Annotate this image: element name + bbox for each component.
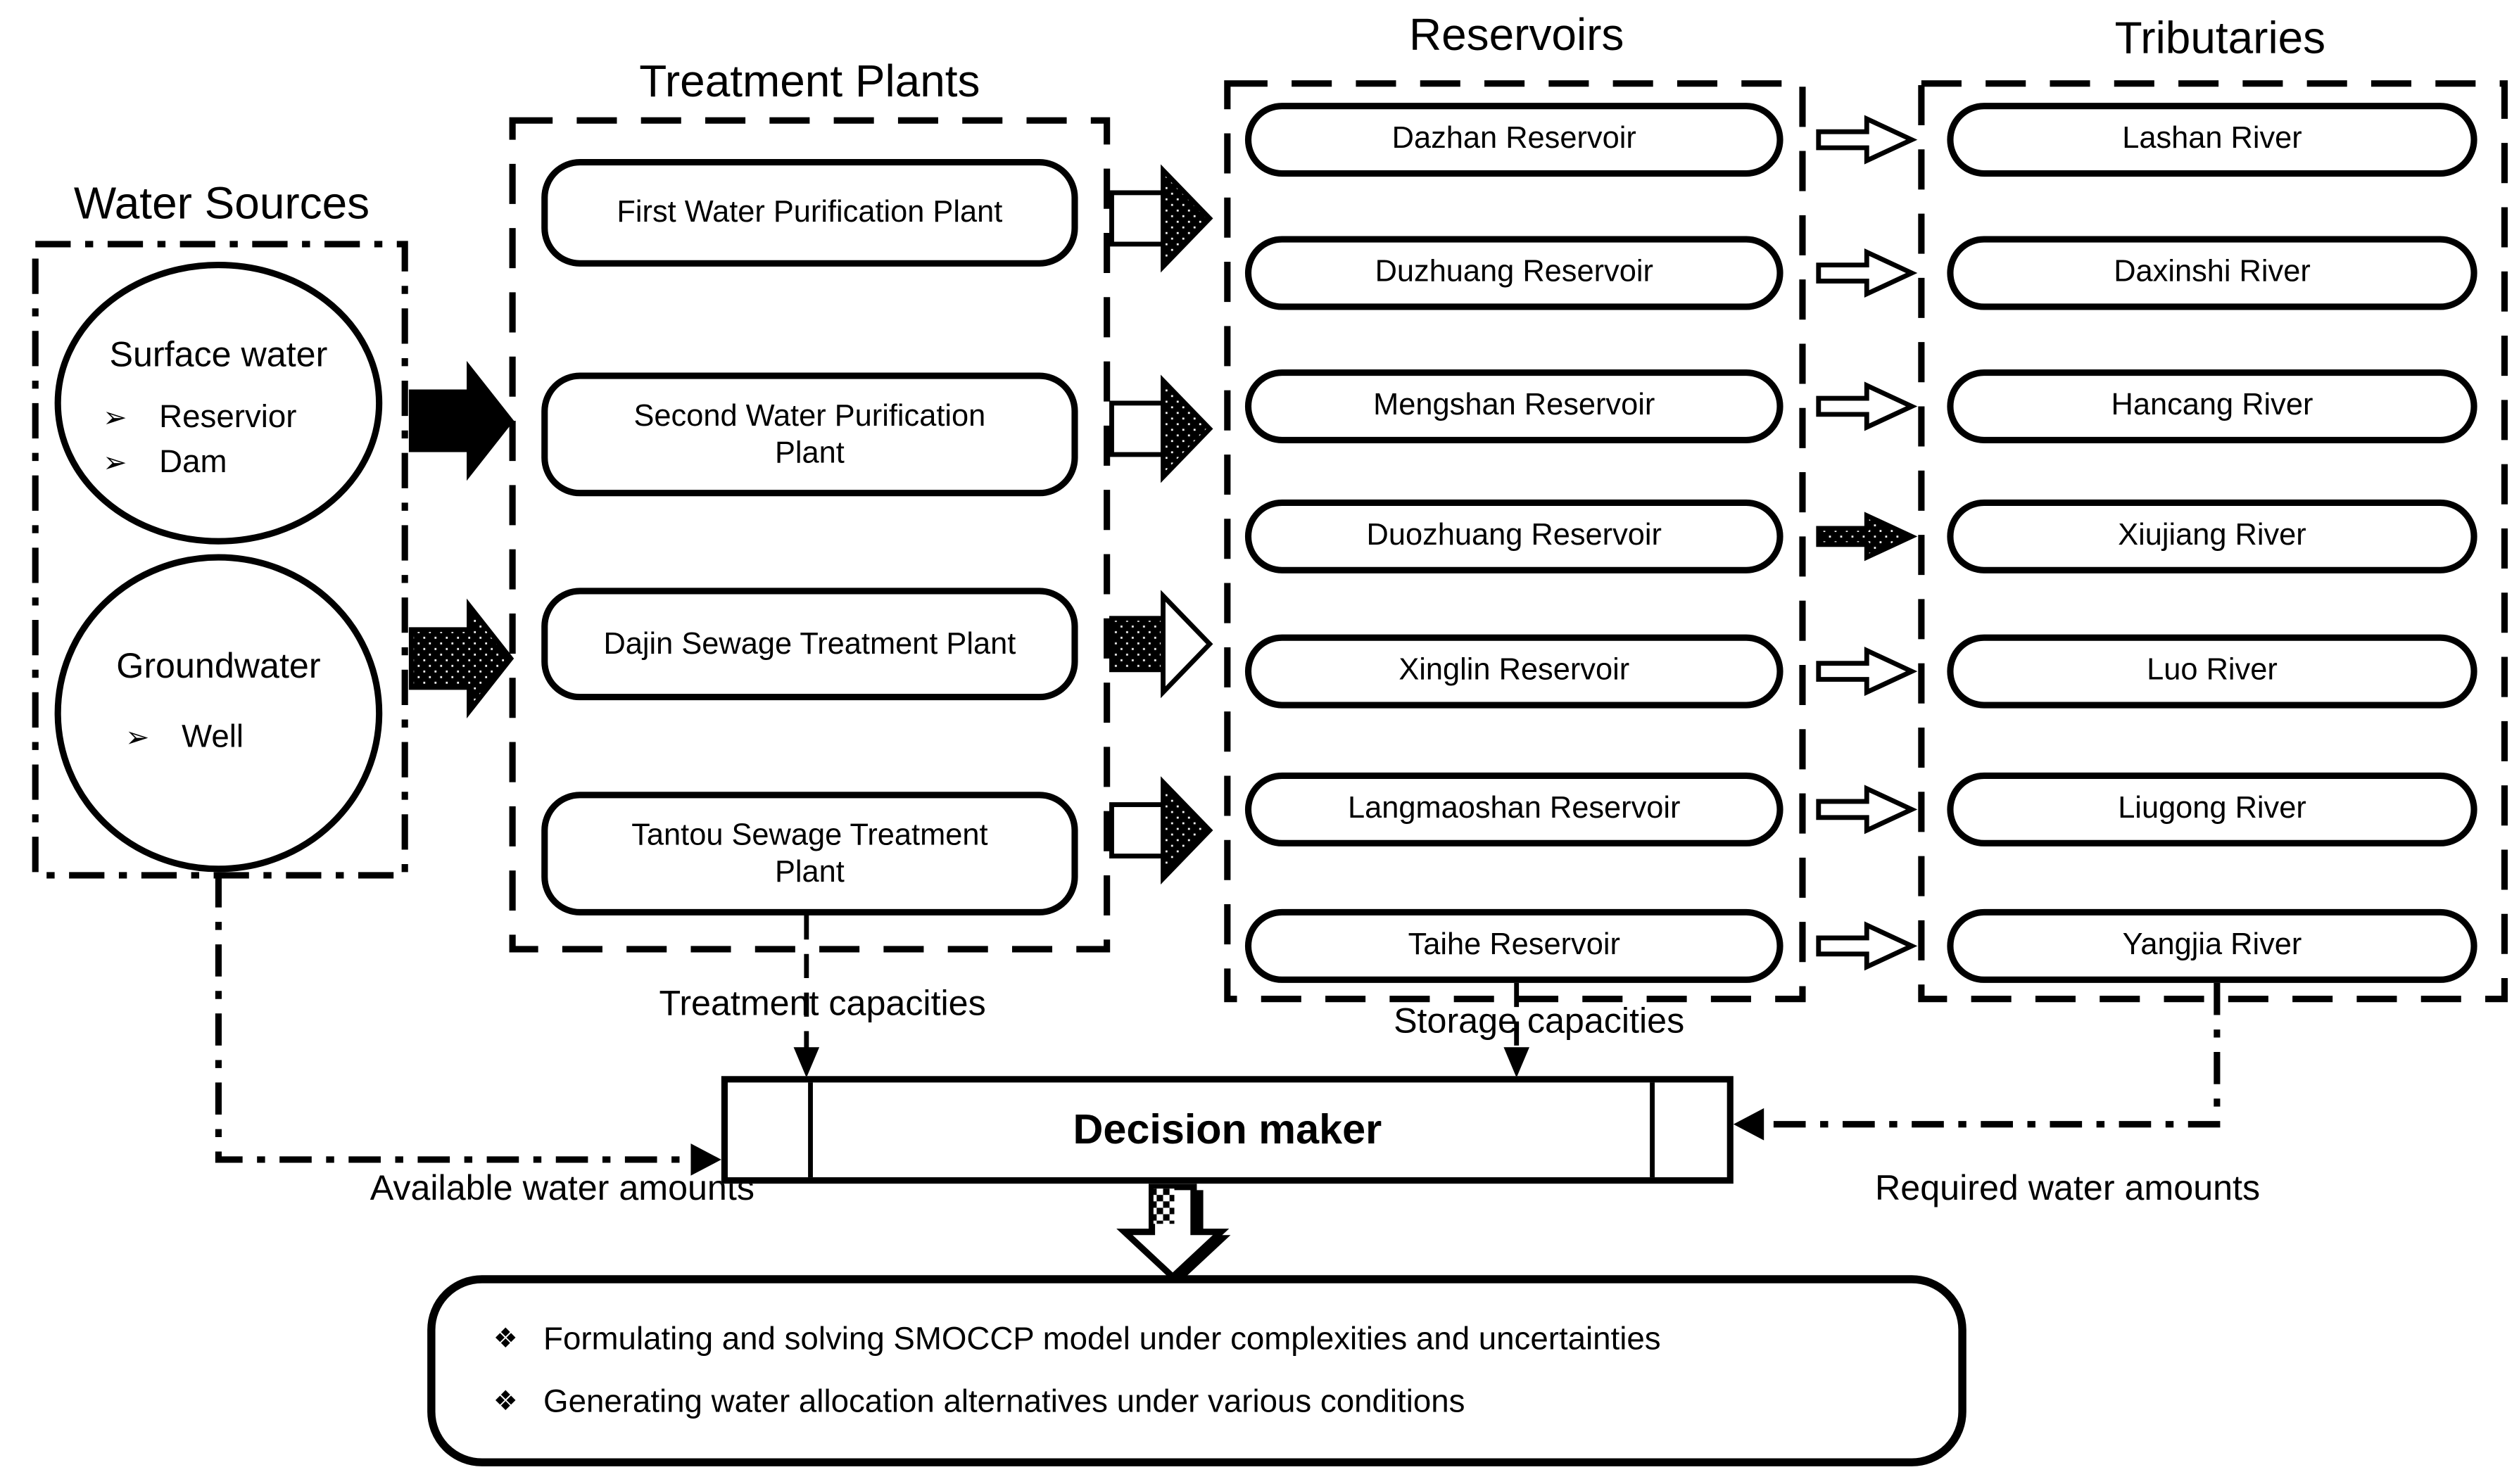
reservoir6-to-river-arrow-icon bbox=[1816, 785, 1918, 835]
groundwater-ellipse bbox=[54, 554, 383, 873]
plant-label: First Water Purification Plant bbox=[617, 196, 1003, 230]
tributaries-title: Tributaries bbox=[2114, 13, 2326, 63]
reservoir2-to-river-arrow-icon bbox=[1816, 248, 1918, 298]
plant1-to-reservoirs-arrow-icon bbox=[1109, 164, 1213, 273]
tributary-label: Xiujiang River bbox=[2118, 519, 2306, 553]
plant-box-second-wpp: Second Water Purification Plant bbox=[541, 372, 1078, 497]
tributary-box-xiujiang: Xiujiang River bbox=[1947, 499, 2477, 573]
treatment-capacities-label: Treatment capacities bbox=[659, 982, 986, 1023]
reservoir-box-mengshan: Mengshan Reservoir bbox=[1244, 369, 1783, 443]
tributaries-boundary bbox=[1918, 80, 2508, 1003]
surface-item-reservior: ➢ Reservior bbox=[103, 398, 296, 437]
decision-output-arrow-icon bbox=[1116, 1184, 1231, 1281]
tributary-box-hancang: Hancang River bbox=[1947, 369, 2477, 443]
outcome-label: Generating water allocation alternatives… bbox=[543, 1384, 1465, 1420]
outcome-item: ❖ Generating water allocation alternativ… bbox=[493, 1383, 1959, 1421]
list-bullet-icon: ➢ bbox=[103, 401, 127, 434]
plant3-to-reservoirs-arrow-icon bbox=[1109, 590, 1213, 699]
decision-maker-label: Decision maker bbox=[1073, 1105, 1382, 1153]
storage-capacities-label: Storage capacities bbox=[1394, 1000, 1685, 1041]
reservoir-box-dazhan: Dazhan Reservoir bbox=[1244, 103, 1783, 177]
outcome-label: Formulating and solving SMOCCP model und… bbox=[543, 1321, 1661, 1357]
tributary-label: Luo River bbox=[2147, 653, 2278, 687]
plant-label: Dajin Sewage Treatment Plant bbox=[603, 627, 1016, 661]
reservoir-label: Taihe Reservoir bbox=[1408, 928, 1620, 963]
available-water-arrowhead-icon bbox=[690, 1143, 721, 1176]
treatment-capacities-arrowhead-icon bbox=[793, 1047, 820, 1078]
reservoir5-to-river-arrow-icon bbox=[1816, 647, 1918, 697]
list-bullet-icon: ➢ bbox=[125, 721, 150, 754]
reservoir3-to-river-arrow-icon bbox=[1816, 381, 1918, 431]
storage-capacities-arrowhead-icon bbox=[1503, 1047, 1529, 1078]
groundwater-to-plants-arrow-icon bbox=[408, 598, 514, 719]
tributary-label: Yangjia River bbox=[2122, 928, 2302, 963]
reservoir-label: Xinglin Reservoir bbox=[1399, 653, 1630, 687]
tributary-label: Daxinshi River bbox=[2114, 255, 2311, 289]
reservoir-box-taihe: Taihe Reservoir bbox=[1244, 908, 1783, 983]
tributary-box-lashan: Lashan River bbox=[1947, 103, 2477, 177]
reservoir-label: Langmaoshan Reservoir bbox=[1347, 792, 1681, 826]
decision-left-divider bbox=[808, 1082, 813, 1178]
reservoir-box-duozhuang: Duozhuang Reservoir bbox=[1244, 499, 1783, 573]
reservoir7-to-river-arrow-icon bbox=[1816, 921, 1918, 971]
plant-box-dajin: Dajin Sewage Treatment Plant bbox=[541, 588, 1078, 701]
tributary-box-daxinshi: Daxinshi River bbox=[1947, 236, 2477, 310]
plant4-to-reservoirs-arrow-icon bbox=[1109, 776, 1213, 884]
outcome-bullet-icon: ❖ bbox=[493, 1385, 518, 1417]
ground-item-well: ➢ Well bbox=[125, 718, 244, 756]
required-water-arrowhead-icon bbox=[1733, 1108, 1764, 1141]
surface-water-label: Surface water bbox=[109, 334, 328, 374]
reservoir-box-xinglin: Xinglin Reservoir bbox=[1244, 634, 1783, 709]
reservoir-label: Dazhan Reservoir bbox=[1391, 122, 1636, 156]
available-water-connector bbox=[215, 875, 691, 1163]
tributary-box-liugong: Liugong River bbox=[1947, 772, 2477, 846]
surface-item-dam: ➢ Dam bbox=[103, 443, 227, 482]
reservoir1-to-river-arrow-icon bbox=[1816, 115, 1918, 165]
list-item-label: Dam bbox=[159, 445, 227, 481]
available-water-label: Available water amounts bbox=[370, 1167, 755, 1208]
reservoir-label: Mengshan Reservoir bbox=[1373, 388, 1655, 423]
reservoirs-boundary bbox=[1224, 80, 1806, 1003]
surface-to-plants-arrow-icon bbox=[408, 360, 514, 481]
surface-water-ellipse bbox=[54, 262, 383, 545]
groundwater-label: Groundwater bbox=[116, 645, 321, 686]
tributary-label: Lashan River bbox=[2122, 122, 2302, 156]
reservoir-box-langmaoshan: Langmaoshan Reservoir bbox=[1244, 772, 1783, 846]
treatment-plants-boundary bbox=[509, 117, 1111, 953]
outcomes-box: ❖ Formulating and solving SMOCCP model u… bbox=[427, 1275, 1966, 1466]
plant-box-tantou: Tantou Sewage Treatment Plant bbox=[541, 792, 1078, 916]
list-bullet-icon: ➢ bbox=[103, 446, 127, 479]
tributary-label: Hancang River bbox=[2111, 388, 2313, 423]
decision-right-divider bbox=[1650, 1082, 1655, 1178]
plant-label: Second Water Purification Plant bbox=[633, 399, 986, 470]
plant2-to-reservoirs-arrow-icon bbox=[1109, 374, 1213, 483]
plant-box-first-wpp: First Water Purification Plant bbox=[541, 158, 1078, 267]
outcome-item: ❖ Formulating and solving SMOCCP model u… bbox=[493, 1320, 1959, 1359]
decision-maker-box: Decision maker bbox=[721, 1076, 1734, 1184]
reservoir-label: Duzhuang Reservoir bbox=[1375, 255, 1653, 289]
reservoir-label: Duozhuang Reservoir bbox=[1366, 519, 1662, 553]
list-item-label: Well bbox=[182, 719, 244, 755]
tributary-label: Liugong River bbox=[2118, 792, 2306, 826]
reservoirs-title: Reservoirs bbox=[1408, 9, 1624, 60]
reservoir-box-duzhuang: Duzhuang Reservoir bbox=[1244, 236, 1783, 310]
list-item-label: Reservior bbox=[159, 400, 297, 436]
tributary-box-yangjia: Yangjia River bbox=[1947, 908, 2477, 983]
required-water-connector bbox=[1764, 982, 2221, 1128]
water-sources-title: Water Sources bbox=[73, 178, 370, 229]
required-water-label: Required water amounts bbox=[1875, 1167, 2261, 1208]
outcome-bullet-icon: ❖ bbox=[493, 1323, 518, 1355]
plant-label: Tantou Sewage Treatment Plant bbox=[631, 818, 988, 889]
tributary-box-luo: Luo River bbox=[1947, 634, 2477, 709]
treatment-plants-title: Treatment Plants bbox=[639, 56, 980, 106]
reservoir4-to-river-arrow-icon bbox=[1816, 512, 1918, 562]
